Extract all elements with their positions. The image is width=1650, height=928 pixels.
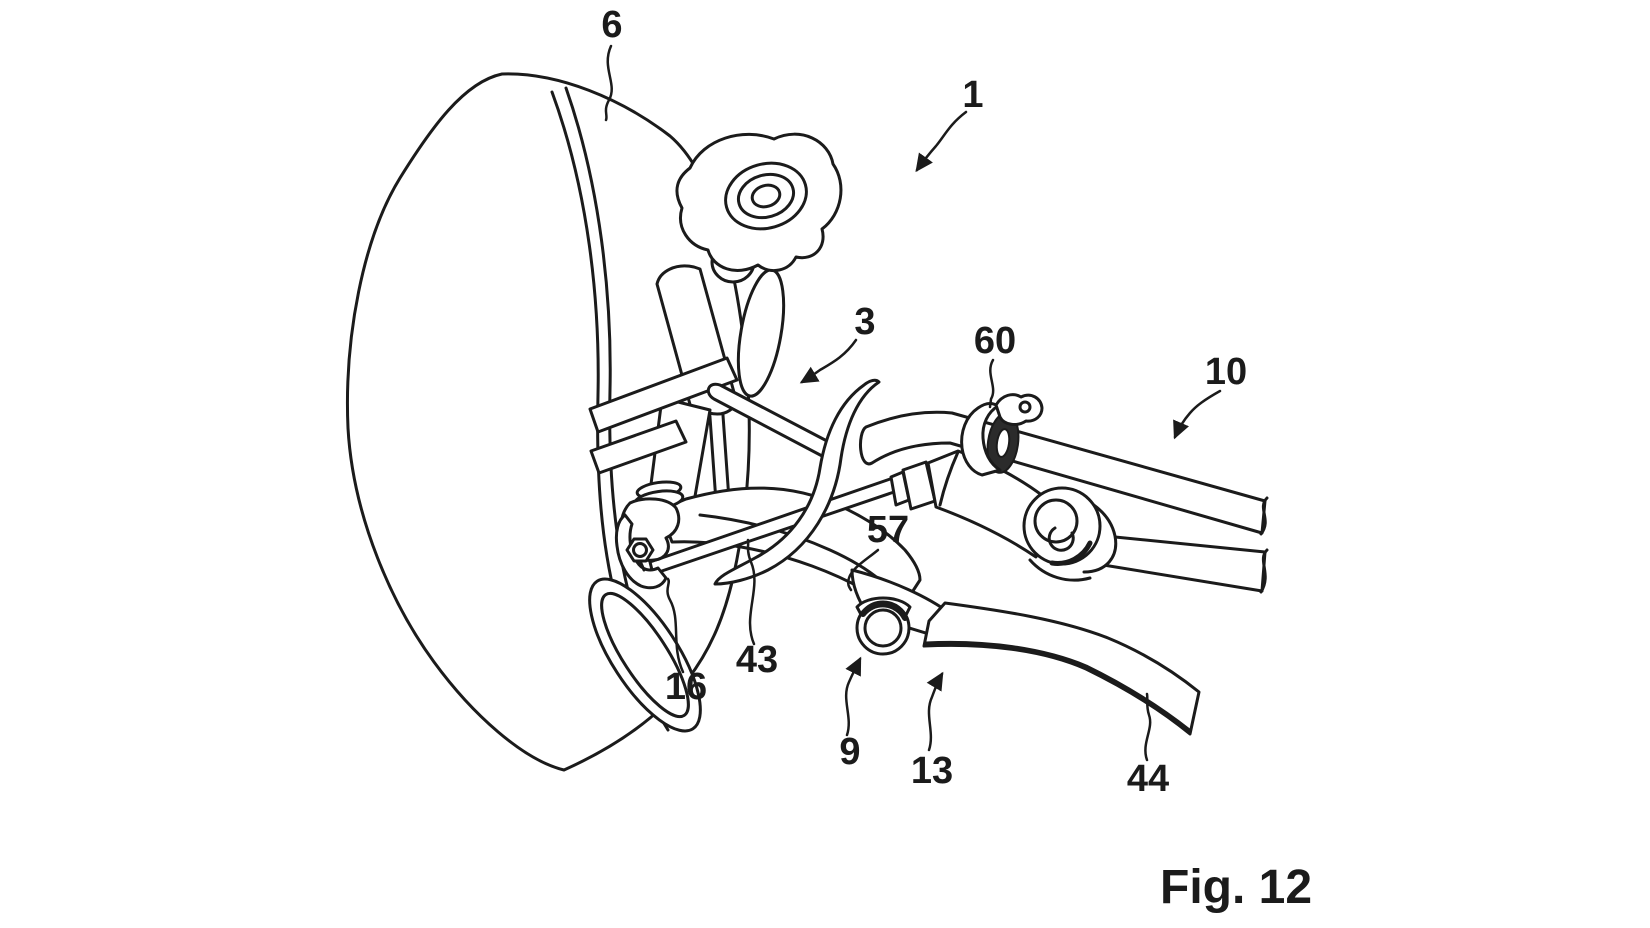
bracket-plate-upper: [588, 356, 739, 434]
leader-9: [844, 656, 862, 737]
ref-label-6: 6: [601, 4, 622, 46]
leader-43: [746, 538, 756, 646]
cone-barrel-separator: [938, 450, 960, 507]
ref-label-13: 13: [911, 750, 953, 792]
tie-rod-end: [889, 449, 1118, 582]
clamp: [960, 393, 1044, 477]
leader-13: [926, 671, 944, 752]
leader-lines: [604, 44, 1222, 762]
leaf-spring-strip: [922, 601, 1201, 736]
bushing-inner: [863, 608, 903, 648]
arm-bushing: [855, 596, 912, 656]
figure-caption: Fig. 12: [1160, 861, 1312, 914]
eye-shade-arc: [1049, 540, 1093, 566]
leaf-spring-edge-shade: [923, 640, 1192, 734]
ref-label-3: 3: [854, 301, 875, 343]
leader-60: [988, 358, 995, 409]
ref-label-44: 44: [1127, 758, 1169, 800]
ref-label-9: 9: [839, 731, 860, 773]
leader-10: [1173, 389, 1222, 440]
wheel-rim-opening: [588, 577, 702, 733]
leader-6: [604, 44, 613, 122]
ref-label-57: 57: [867, 509, 909, 551]
leader-57: [846, 548, 880, 592]
ref-label-43: 43: [736, 639, 778, 681]
ball-joint-stud: [632, 542, 648, 558]
strut-top-mount: [675, 132, 843, 273]
clamp-bolt: [1018, 400, 1032, 414]
bracket-plate-lower: [589, 419, 688, 475]
leaf-spring-outline: [922, 601, 1201, 736]
eye-inner-arc: [1047, 526, 1075, 552]
mount-ring-inner: [750, 183, 782, 209]
leader-1: [915, 110, 968, 173]
strut-boot-oval: [736, 268, 786, 398]
eye-bottom-arc: [1028, 558, 1092, 582]
eye-inner: [1033, 498, 1079, 544]
control-arm-inner-line: [698, 513, 882, 582]
ref-label-1: 1: [962, 74, 983, 116]
rack-bar-upper-break: [1259, 496, 1269, 536]
clamp-bolt-flange: [994, 393, 1044, 426]
rack-bar-lower-break: [1259, 548, 1269, 594]
rim-flange-inner: [600, 591, 690, 719]
ball-joint-stud-tip: [638, 559, 646, 572]
bushing-shade-arc: [860, 601, 908, 621]
leader-16: [666, 577, 685, 674]
clamp-bushing-core: [995, 428, 1011, 458]
leader-3: [799, 338, 858, 384]
leader-44: [1144, 692, 1152, 762]
ref-label-60: 60: [974, 320, 1016, 362]
ref-label-10: 10: [1205, 351, 1247, 393]
ball-joint: [614, 480, 685, 590]
curved-blade: [713, 378, 881, 586]
ref-label-16: 16: [665, 666, 707, 708]
